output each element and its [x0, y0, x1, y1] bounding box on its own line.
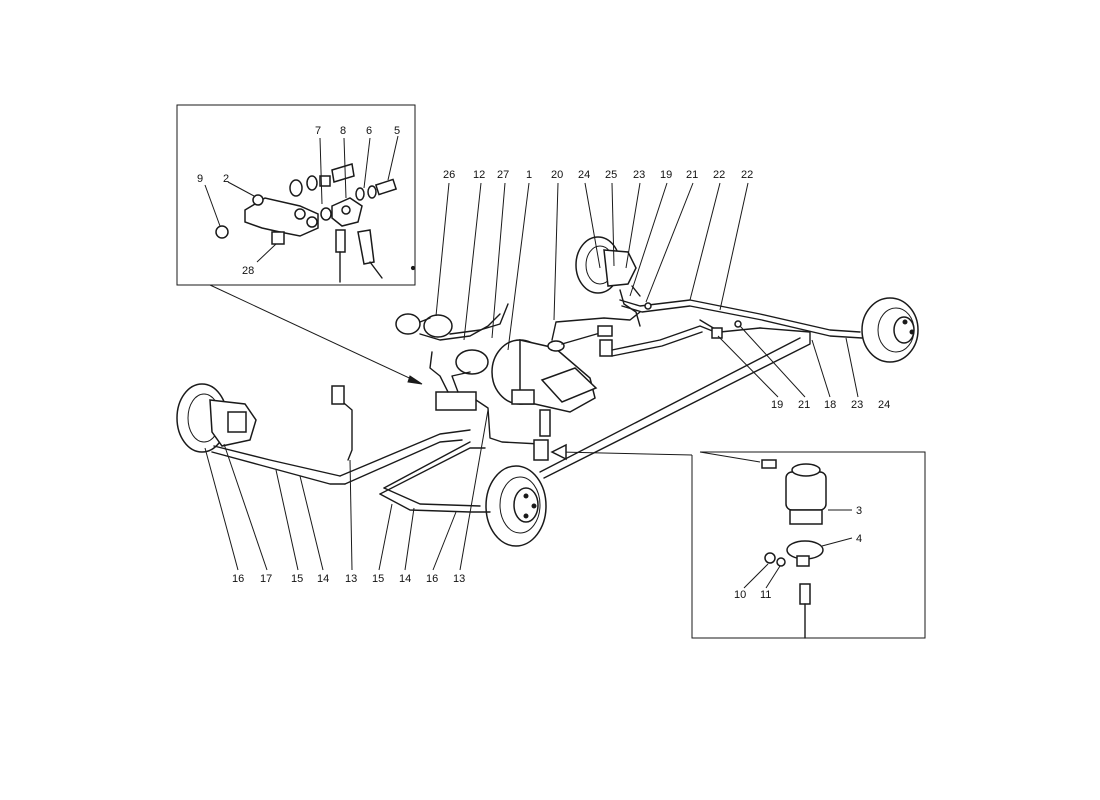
callout-14-a: 14 — [317, 573, 329, 585]
inset-pointer-line-2 — [559, 451, 693, 456]
inset-frame-bottom-right — [691, 451, 926, 639]
left-front-brake-disc — [176, 383, 257, 453]
callout-23-top: 23 — [633, 169, 645, 181]
callout-14-b: 14 — [399, 573, 411, 585]
pipe-end-fittings — [335, 229, 383, 283]
nut-item-10 — [764, 552, 776, 564]
reservoir-bottle — [761, 459, 827, 525]
bolt-and-washers — [355, 178, 398, 201]
callout-18: 18 — [824, 399, 836, 411]
callout-5: 5 — [394, 125, 400, 137]
callout-24-top: 24 — [578, 169, 590, 181]
two-way-union — [331, 197, 363, 227]
left-rear-brake-disc — [575, 236, 637, 294]
callout-9: 9 — [197, 173, 203, 185]
callout-22-b: 22 — [741, 169, 753, 181]
callout-4: 4 — [856, 533, 862, 545]
callout-20: 20 — [551, 169, 563, 181]
callout-labels: 26 12 27 1 20 24 25 23 19 21 22 22 19 21… — [197, 125, 890, 601]
inset-corner-dot — [410, 265, 416, 271]
callout-19-top: 19 — [660, 169, 672, 181]
inset-pointer-arrowhead-2 — [550, 443, 567, 461]
callout-1: 1 — [526, 169, 532, 181]
callout-7: 7 — [315, 125, 321, 137]
four-way-junction-block — [244, 194, 319, 245]
callout-25: 25 — [605, 169, 617, 181]
callout-13-a: 13 — [345, 573, 357, 585]
junction-detail-inset — [176, 104, 423, 385]
handbrake-linkage — [547, 325, 613, 357]
callout-10: 10 — [734, 589, 746, 601]
callout-26: 26 — [443, 169, 455, 181]
callout-21-top: 21 — [686, 169, 698, 181]
callout-28: 28 — [242, 265, 254, 277]
distribution-block — [435, 391, 477, 411]
callout-8: 8 — [340, 125, 346, 137]
callout-16-a: 16 — [232, 573, 244, 585]
callout-17: 17 — [260, 573, 272, 585]
callout-21-bottom: 21 — [798, 399, 810, 411]
callout-11: 11 — [760, 589, 771, 601]
callout-24-bottom: 24 — [878, 399, 890, 411]
callout-13-b: 13 — [453, 573, 465, 585]
brake-pipe-network — [211, 285, 863, 513]
callout-15-a: 15 — [291, 573, 303, 585]
callout-27: 27 — [497, 169, 509, 181]
callout-12-top: 12 — [473, 169, 485, 181]
callout-22-a: 22 — [713, 169, 725, 181]
mounting-clamp — [786, 540, 824, 567]
front-reservoir-pair — [395, 313, 453, 338]
callout-16-b: 16 — [426, 573, 438, 585]
washer-item-11 — [776, 557, 786, 567]
inset-frame-top-left — [176, 104, 416, 286]
right-rear-brake-disc — [861, 297, 919, 363]
inset-pointer-arrowhead — [407, 375, 423, 385]
inset-pointer-line — [209, 284, 421, 384]
callout-19-bottom: 19 — [771, 399, 783, 411]
callout-3: 3 — [856, 505, 862, 517]
callout-23-bottom: 23 — [851, 399, 863, 411]
callout-2: 2 — [223, 173, 229, 185]
callout-6: 6 — [366, 125, 372, 137]
reservoir-detail-inset — [550, 443, 926, 639]
callout-15-b: 15 — [372, 573, 384, 585]
washers-small — [289, 163, 355, 221]
right-front-brake-disc — [485, 465, 547, 547]
brake-booster-assembly — [455, 339, 598, 437]
mounting-stud — [799, 583, 811, 639]
nut-item-9 — [215, 225, 229, 239]
